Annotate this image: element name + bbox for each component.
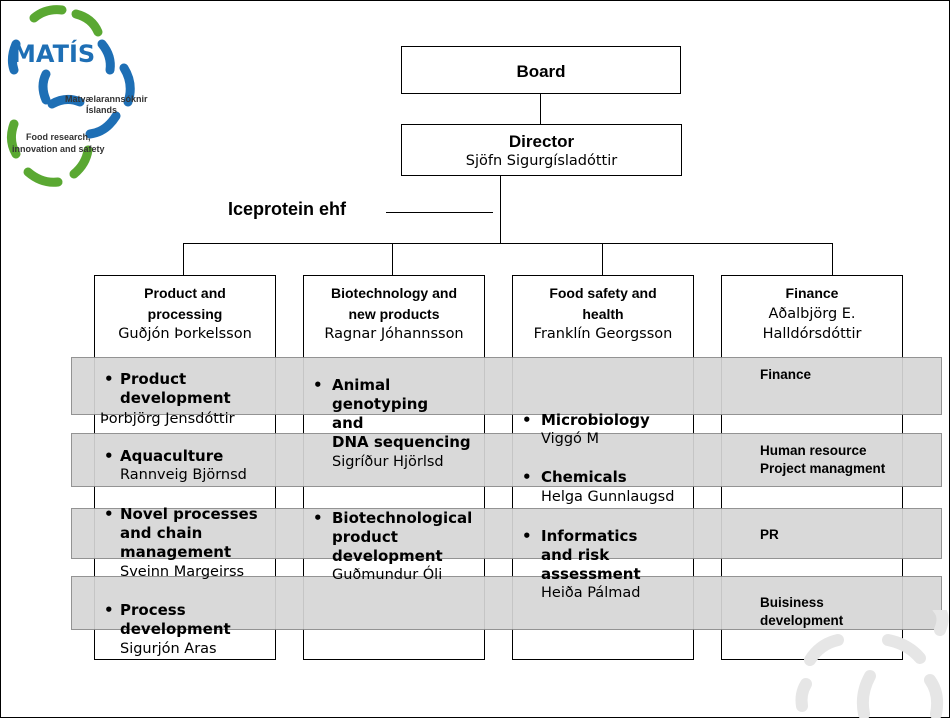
col1-unit2-bullet: • <box>104 447 114 465</box>
division4-head: Halldórsdóttir <box>762 326 862 342</box>
division1-title-line2: processing <box>147 306 223 322</box>
col1-unit3-bullet: • <box>104 505 114 523</box>
col3-unit1-bullet: • <box>522 411 532 429</box>
col2-unit1-line1: Animal <box>332 376 391 394</box>
director-trunk-connector <box>500 176 501 244</box>
col1-unit1-line2: development <box>120 389 231 407</box>
logo-text-line2: Íslands <box>86 105 118 115</box>
col1-unit3-line1: Novel processes <box>120 505 258 523</box>
logo-ring-graphic <box>6 5 135 187</box>
col1-unit1-bullet: • <box>104 370 114 388</box>
col2-unit1-line3: and <box>332 414 364 432</box>
corner-ring-graphic <box>795 602 949 720</box>
col3-unit3-bullet: • <box>522 527 532 545</box>
col3-unit1-person: Viggó M <box>541 431 600 447</box>
division3-connector <box>602 243 603 275</box>
director-name: Sjöfn Sigurgísladóttir <box>465 153 618 169</box>
division1-title-line1: Product and <box>144 285 226 301</box>
col4-unit1: Finance <box>760 367 812 382</box>
division1-head: Guðjón Þorkelsson <box>118 326 252 342</box>
col2-unit2-person: Guðmundur Óli <box>332 567 443 583</box>
division3-title-line2: health <box>582 306 624 322</box>
unit-band-row4 <box>71 576 942 630</box>
director-title: Director <box>508 132 575 151</box>
board-label: Board <box>516 62 566 81</box>
unit-band-row3 <box>71 508 942 559</box>
col1-unit4-line1: Process <box>120 601 186 619</box>
division3-head: Franklín Georgsson <box>533 326 673 342</box>
col3-unit2-bullet: • <box>522 468 532 486</box>
col4-unit3: PR <box>760 527 779 542</box>
col1-unit4-bullet: • <box>104 601 114 619</box>
col1-unit3-line3: management <box>120 543 232 561</box>
col1-unit1-person: Þorbjörg Jensdóttir <box>100 411 235 427</box>
logo-wordmark: MATÍS <box>12 40 96 68</box>
col4-unit2-line2: Project managment <box>760 461 886 476</box>
col1-unit2-person: Rannveig Björnsd <box>120 467 247 483</box>
board-box: Board <box>401 46 681 94</box>
col2-unit2-line1: Biotechnological <box>332 509 473 527</box>
matis-logo: MATÍS Matvælarannsóknir Íslands Food res… <box>6 4 148 194</box>
col2-unit1-bullet: • <box>313 376 323 394</box>
division1-connector <box>183 243 184 275</box>
col3-unit3-line1: Informatics <box>541 527 638 545</box>
col2-unit2-line3: development <box>332 547 443 565</box>
division3-title-line1: Food safety and <box>549 285 657 301</box>
iceprotein-label: Iceprotein ehf <box>228 199 347 219</box>
unit-band-row2 <box>71 433 942 487</box>
col1-unit1-line1: Product <box>120 370 187 388</box>
col2-unit2-line2: product <box>332 528 398 546</box>
col4-unit4-line2: development <box>760 613 844 628</box>
col1-unit3-person: Sveinn Margeirss <box>120 564 245 580</box>
division2-connector <box>392 243 393 275</box>
logo-text-line3: Food research, <box>26 132 91 142</box>
logo-text-line1: Matvælarannsóknir <box>65 94 148 104</box>
col3-unit3-line3: assessment <box>541 565 641 583</box>
col2-unit1-person: Sigríður Hjörlsd <box>332 454 444 470</box>
col3-unit2-person: Helga Gunnlaugsd <box>541 489 675 505</box>
col1-unit3-line2: and chain <box>120 524 203 542</box>
col3-unit2-line1: Chemicals <box>541 468 627 486</box>
division4-title-line2: Aðalbjörg E. <box>768 306 856 322</box>
division-bus-connector <box>183 243 833 244</box>
col2-unit2-bullet: • <box>313 509 323 527</box>
division4-connector <box>832 243 833 275</box>
division2-title-line1: Biotechnology and <box>331 285 457 301</box>
division4-title-line1: Finance <box>785 285 839 301</box>
division2-title-line2: new products <box>348 306 440 322</box>
col1-unit4-person: Sigurjón Aras <box>120 641 217 657</box>
col2-unit1-line4: DNA sequencing <box>332 433 471 451</box>
iceprotein-connector <box>386 212 493 213</box>
col1-unit4-line2: development <box>120 620 231 638</box>
logo-text-line4: innovation and safety <box>12 144 105 154</box>
col4-unit2-line1: Human resource <box>760 443 867 458</box>
col3-unit1-line1: Microbiology <box>541 411 650 429</box>
unit-band-row1 <box>71 357 942 415</box>
corner-logo-decoration <box>790 602 950 720</box>
col2-unit1-line2: genotyping <box>332 395 429 413</box>
col1-unit2-line1: Aquaculture <box>120 447 224 465</box>
director-box: Director Sjöfn Sigurgísladóttir <box>401 124 682 176</box>
col3-unit3-line2: and risk <box>541 546 610 564</box>
division2-head: Ragnar Jóhannsson <box>324 326 464 342</box>
col3-unit3-person: Heiða Pálmad <box>541 585 641 601</box>
board-director-connector <box>540 94 541 124</box>
col4-unit4-line1: Buisiness <box>760 595 824 610</box>
